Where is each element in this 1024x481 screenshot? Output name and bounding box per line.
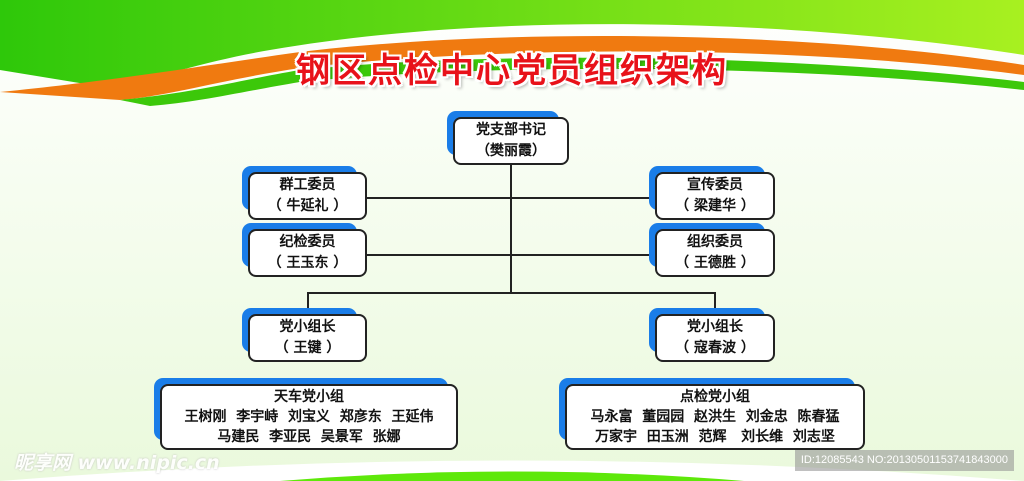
role: 宣传委员 xyxy=(687,177,743,193)
group-members: 王树刚 李宇峙 刘宝义 郑彦东 王延伟 xyxy=(184,409,434,425)
person-name: （ 王玉东 ） xyxy=(267,255,348,271)
connector-line xyxy=(367,197,655,199)
role: 党小组长 xyxy=(279,319,336,335)
person-name: （ 王德胜 ） xyxy=(675,255,755,271)
role: 党支部书记 xyxy=(476,122,546,138)
connector-line xyxy=(367,254,655,256)
person-name: （樊丽霞） xyxy=(476,143,546,159)
group-name: 天车党小组 xyxy=(274,389,344,405)
committee-node-discipline: 纪检委员 （ 王玉东 ） xyxy=(242,223,367,277)
connector-line xyxy=(510,165,512,294)
group-members: 万家宇 田玉洲 范辉 刘长维 刘志坚 xyxy=(595,429,835,445)
group-members: 马建民 李亚民 吴景军 张娜 xyxy=(217,429,401,445)
person-name: （ 寇春波 ） xyxy=(675,340,755,356)
watermark-logo: 昵享网 www.nipic.cn xyxy=(14,452,220,474)
connector-line xyxy=(714,292,716,314)
committee-node-mass-work: 群工委员 （ 牛延礼 ） xyxy=(242,166,367,220)
role: 纪检委员 xyxy=(279,234,336,250)
watermark-id: ID:12085543 NO:20130501153741843000 xyxy=(794,450,1014,471)
page-title: 钢区点检中心党员组织架构 xyxy=(296,51,728,91)
committee-node-organization: 组织委员 （ 王德胜 ） xyxy=(649,223,775,277)
role: 党小组长 xyxy=(687,319,743,335)
role: 组织委员 xyxy=(687,234,743,250)
person-name: （ 牛延礼 ） xyxy=(267,198,348,214)
group-leader-node-left: 党小组长 （ 王键 ） xyxy=(242,308,367,362)
person-name: （ 王键 ） xyxy=(274,340,341,356)
committee-node-publicity: 宣传委员 （ 梁建华 ） xyxy=(649,166,775,220)
connector-line xyxy=(307,292,715,294)
group-name: 点检党小组 xyxy=(680,389,750,405)
secretary-node: 党支部书记 （樊丽霞） xyxy=(447,111,569,165)
group-node-crane: 天车党小组王树刚 李宇峙 刘宝义 郑彦东 王延伟马建民 李亚民 吴景军 张娜 xyxy=(154,378,458,450)
group-leader-node-right: 党小组长 （ 寇春波 ） xyxy=(649,308,775,362)
group-node-inspection: 点检党小组马永富 董园园 赵洪生 刘金忠 陈春猛万家宇 田玉洲 范辉 刘长维 刘… xyxy=(559,378,865,450)
connector-line xyxy=(307,292,309,314)
role: 群工委员 xyxy=(279,177,336,193)
person-name: （ 梁建华 ） xyxy=(675,198,755,214)
group-members: 马永富 董园园 赵洪生 刘金忠 陈春猛 xyxy=(590,409,840,425)
